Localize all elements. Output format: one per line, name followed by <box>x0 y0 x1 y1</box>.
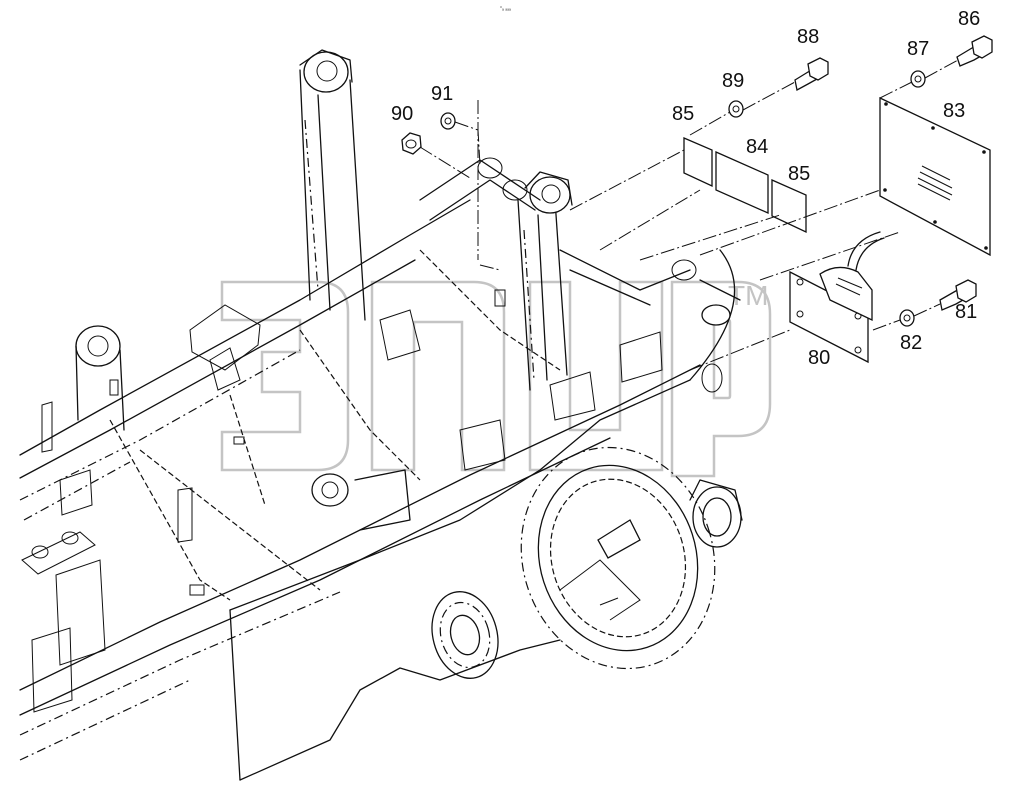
part-88-bolt <box>794 57 829 91</box>
callout-83: 83 <box>943 100 965 122</box>
exploded-parts <box>401 35 993 371</box>
part-85-plate-right <box>771 179 807 234</box>
callout-91: 91 <box>431 83 453 105</box>
callout-86: 86 <box>958 8 980 30</box>
part-86-bolt <box>956 35 993 67</box>
callout-89: 89 <box>722 70 744 92</box>
part-91-washer <box>440 112 456 130</box>
part-82-washer <box>899 309 915 327</box>
callout-85-left: 85 <box>672 103 694 125</box>
watermark: TM <box>220 280 772 478</box>
callout-90: 90 <box>391 103 413 125</box>
part-81-bolt <box>939 279 977 311</box>
part-90-nut <box>401 132 422 155</box>
frame-assembly <box>19 49 743 781</box>
part-83-cover-plate <box>879 96 991 257</box>
callout-81: 81 <box>955 301 977 323</box>
part-80-bracket <box>789 231 885 364</box>
part-89-washer <box>728 100 744 118</box>
header-mark: °ₐ ₐₐₐ <box>500 6 511 12</box>
callout-88: 88 <box>797 26 819 48</box>
callout-80: 80 <box>808 347 830 369</box>
part-87-washer <box>910 70 926 88</box>
callout-82: 82 <box>900 332 922 354</box>
part-84-plate <box>715 151 769 214</box>
callout-85-right: 85 <box>788 163 810 185</box>
part-85-plate-left <box>683 137 713 188</box>
callout-87: 87 <box>907 38 929 60</box>
callout-84: 84 <box>746 136 768 158</box>
callout-labels: 90 91 85 89 88 84 85 87 86 83 81 82 80 <box>391 8 980 369</box>
